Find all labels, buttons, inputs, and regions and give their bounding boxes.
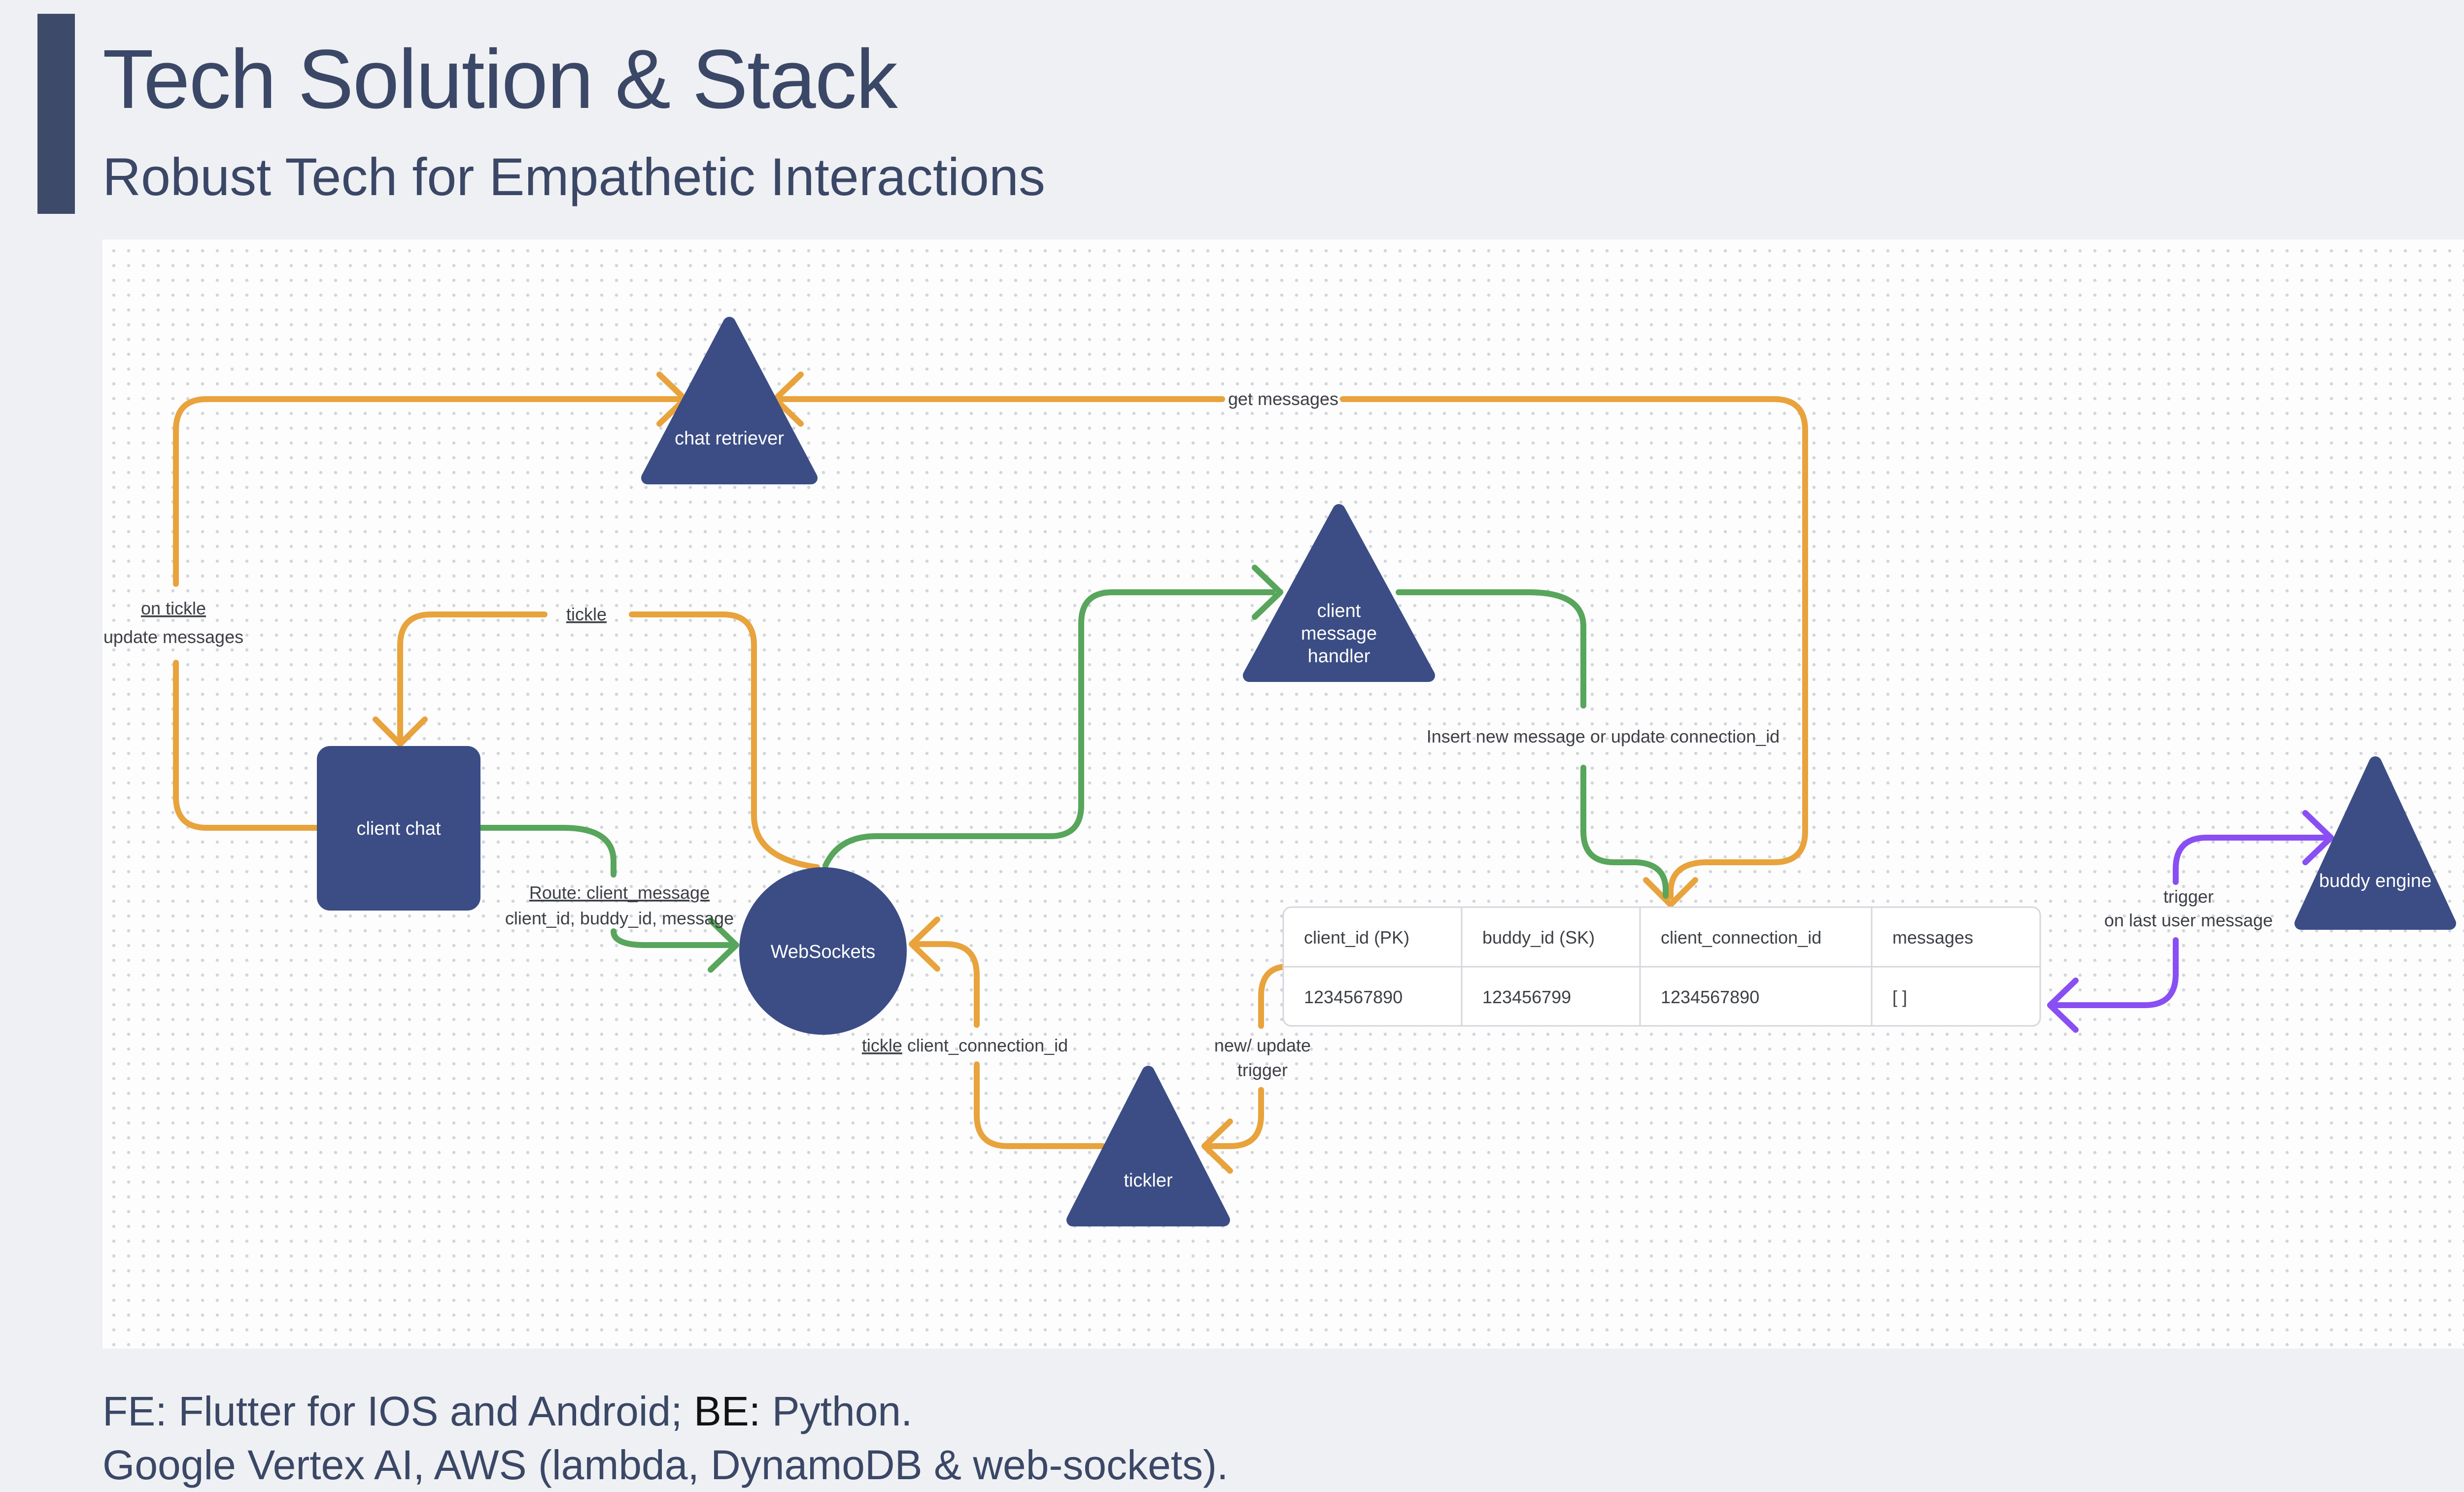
arrowhead-into-handler-left bbox=[1252, 565, 1283, 620]
connector-trigger-upper[interactable] bbox=[2173, 835, 2327, 885]
edge-label-on-tickle-2: update messages bbox=[103, 627, 243, 647]
footer-line-1: FE: Flutter for IOS and Android; BE: Pyt… bbox=[103, 1388, 913, 1434]
node-buddy-engine[interactable] bbox=[2294, 756, 2456, 930]
node-websockets[interactable] bbox=[739, 867, 907, 1035]
connector-new-update-lower[interactable] bbox=[1207, 1087, 1264, 1149]
arrowhead-into-table-top bbox=[1643, 877, 1698, 908]
connector-route-lower[interactable] bbox=[611, 928, 733, 948]
edge-label-new-update-2: trigger bbox=[1237, 1060, 1288, 1080]
connector-get-messages-right[interactable] bbox=[1340, 396, 1808, 900]
diagram-panel: chat retriever client message handler ti… bbox=[103, 239, 2464, 1349]
page-title: Tech Solution & Stack bbox=[103, 33, 898, 126]
node-chat-retriever[interactable] bbox=[641, 317, 818, 484]
arrowhead-into-websockets-left bbox=[708, 917, 739, 973]
connector-tickle-right[interactable] bbox=[629, 611, 820, 870]
title-accent-bar bbox=[37, 14, 75, 214]
table-header-buddy-id: buddy_id (SK) bbox=[1482, 927, 1595, 948]
footer-line-2: Google Vertex AI, AWS (lambda, DynamoDB … bbox=[103, 1442, 1229, 1489]
node-label-handler-3: handler bbox=[1308, 646, 1370, 667]
node-client-message-handler[interactable] bbox=[1243, 504, 1435, 682]
connector-ws-to-handler[interactable] bbox=[822, 589, 1275, 869]
node-label-chat-retriever: chat retriever bbox=[675, 428, 784, 449]
edge-label-on-tickle-1: on tickle bbox=[141, 598, 206, 618]
arrowhead-into-client-chat-top bbox=[373, 716, 428, 747]
footer-text: FE: Flutter for IOS and Android; BE: Pyt… bbox=[103, 1385, 1229, 1492]
arrowhead-into-buddy-engine bbox=[2302, 810, 2334, 865]
page-subtitle: Robust Tech for Empathetic Interactions bbox=[103, 147, 1045, 206]
arrowhead-into-tickler-right bbox=[1201, 1119, 1233, 1174]
connector-insert-lower[interactable] bbox=[1580, 765, 1669, 899]
node-label-tickler: tickler bbox=[1124, 1170, 1173, 1191]
connector-on-tickle-lower[interactable] bbox=[173, 660, 320, 831]
connector-tickler-to-websockets-lower[interactable] bbox=[974, 1061, 1106, 1149]
table-header-client-connection-id: client_connection_id bbox=[1661, 927, 1821, 948]
node-client-chat[interactable] bbox=[317, 746, 480, 911]
connector-new-update-upper[interactable] bbox=[1258, 964, 1286, 1029]
node-label-handler-2: message bbox=[1301, 623, 1377, 644]
dynamodb-table[interactable]: client_id (PK) buddy_id (SK) client_conn… bbox=[1282, 906, 2041, 1027]
connector-trigger-lower[interactable] bbox=[2048, 937, 2179, 1008]
table-header-messages: messages bbox=[1892, 927, 1973, 948]
connector-tickler-to-websockets-upper[interactable] bbox=[910, 941, 980, 1028]
edge-label-tickle-connection: tickle client_connection_id bbox=[862, 1035, 1068, 1055]
edge-label-route-1: Route: client_message bbox=[529, 882, 710, 903]
edge-label-new-update-1: new/ update bbox=[1214, 1035, 1311, 1055]
node-tickler[interactable] bbox=[1066, 1066, 1230, 1226]
arrowhead-into-websockets-right bbox=[909, 916, 940, 972]
table-header-client-id: client_id (PK) bbox=[1304, 927, 1409, 948]
table-cell-messages: [ ] bbox=[1892, 987, 1907, 1007]
footer-be-label: BE: bbox=[693, 1388, 761, 1434]
connector-insert-upper[interactable] bbox=[1396, 589, 1586, 709]
node-label-websockets: WebSockets bbox=[771, 942, 876, 962]
table-cell-buddy-id: 123456799 bbox=[1482, 987, 1571, 1007]
connector-on-tickle-upper[interactable] bbox=[173, 396, 683, 587]
edge-label-trigger-1: trigger bbox=[2163, 886, 2214, 907]
connector-tickle-left[interactable] bbox=[397, 611, 548, 741]
table-cell-client-id: 1234567890 bbox=[1304, 987, 1403, 1007]
table-cell-client-connection-id: 1234567890 bbox=[1661, 987, 1759, 1007]
edge-label-route-2: client_id, buddy_id, message bbox=[505, 908, 734, 928]
arrowhead-into-table-right bbox=[2047, 978, 2079, 1033]
connector-route-upper[interactable] bbox=[478, 825, 616, 878]
edge-label-insert: Insert new message or update connection_… bbox=[1427, 726, 1780, 746]
edge-label-get-messages: get messages bbox=[1228, 389, 1338, 409]
node-label-client-chat: client chat bbox=[356, 818, 441, 839]
edge-label-tickle: tickle bbox=[566, 604, 607, 624]
edge-label-trigger-2: on last user message bbox=[2104, 910, 2273, 930]
node-label-handler-1: client bbox=[1317, 601, 1361, 621]
node-label-buddy-engine: buddy engine bbox=[2319, 871, 2431, 891]
